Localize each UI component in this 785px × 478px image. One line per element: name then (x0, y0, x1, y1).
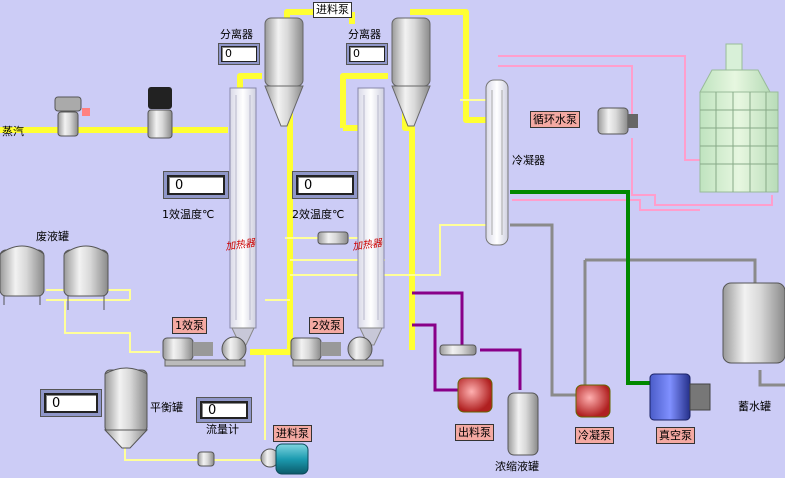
heater-2-column (357, 87, 385, 346)
separator-1-label: 分离器 (220, 28, 253, 41)
effect-1-pump-body (162, 336, 247, 367)
discharge-pump-label[interactable]: 出料泵 (455, 424, 494, 441)
vacuum-pump-label[interactable]: 真空泵 (656, 427, 695, 444)
vacuum-pump-body (649, 373, 711, 421)
effect-2-temp-frame: 0 (292, 171, 358, 199)
steam-valve-1 (54, 96, 82, 137)
effect-2-pump-body (290, 336, 384, 367)
balance-tank-frame: 0 (40, 389, 102, 417)
effect-1-temp-frame: 0 (163, 171, 229, 199)
balance-tank-vessel (103, 367, 149, 449)
gray-pipes (510, 223, 785, 397)
heater-1-column (229, 87, 257, 346)
balance-tank-label: 平衡罐 (150, 401, 183, 414)
condenser-label: 冷凝器 (512, 154, 545, 167)
condensate-pump-label[interactable]: 冷凝泵 (575, 427, 614, 444)
effect-2-temp-value: 0 (296, 175, 354, 195)
balance-tank-value: 0 (44, 393, 98, 413)
separator-2-value-frame: 0 (346, 43, 388, 65)
steam-valve-2 (147, 87, 173, 139)
separator-2-value: 0 (349, 46, 385, 62)
separator-1-vessel (264, 17, 304, 127)
waste-tank-right (63, 245, 109, 310)
effect-1-pump-label[interactable]: 1效泵 (172, 317, 207, 334)
separator-2-label: 分离器 (348, 28, 381, 41)
circulation-pump-label[interactable]: 循环水泵 (530, 111, 580, 128)
feed-pump-bottom-label[interactable]: 进料泵 (273, 425, 312, 442)
vacuum-pipe (510, 190, 660, 385)
separator-2-vessel (391, 17, 431, 127)
condensate-pump-body (575, 384, 611, 418)
waste-tank-label: 废液罐 (36, 230, 69, 243)
flowmeter-label: 流量计 (206, 423, 239, 436)
separator-1-value: 0 (221, 46, 257, 62)
condenser-vessel (485, 79, 509, 246)
valve-discharge (439, 344, 477, 356)
effect-1-temp-label: 1效温度℃ (162, 208, 215, 221)
effect-2-temp-label: 2效温度℃ (292, 208, 345, 221)
discharge-pump-body (457, 377, 493, 413)
discharge-pipes (412, 291, 522, 392)
flowmeter-value: 0 (200, 401, 248, 419)
concentrate-tank-label: 浓缩液罐 (495, 460, 539, 473)
flowmeter-frame: 0 (196, 397, 252, 423)
valve-feed (197, 451, 215, 467)
valve-mid (317, 231, 349, 245)
cooling-tower (699, 43, 779, 193)
effect-2-pump-label[interactable]: 2效泵 (309, 317, 344, 334)
waste-tank-left (0, 245, 45, 305)
effect-1-temp-value: 0 (167, 175, 225, 195)
feed-pump-top-label[interactable]: 进料泵 (313, 2, 352, 18)
steam-label: 蒸汽 (2, 125, 24, 138)
storage-tank-vessel (722, 282, 785, 364)
cooling-water-pipes (498, 55, 773, 211)
separator-1-value-frame: 0 (218, 43, 260, 65)
circulation-pump-body (597, 107, 638, 135)
concentrate-tank-vessel (507, 392, 539, 456)
indicator-light (82, 108, 90, 116)
storage-tank-label: 蓄水罐 (738, 400, 771, 413)
feed-pump-bottom-body (260, 443, 309, 475)
